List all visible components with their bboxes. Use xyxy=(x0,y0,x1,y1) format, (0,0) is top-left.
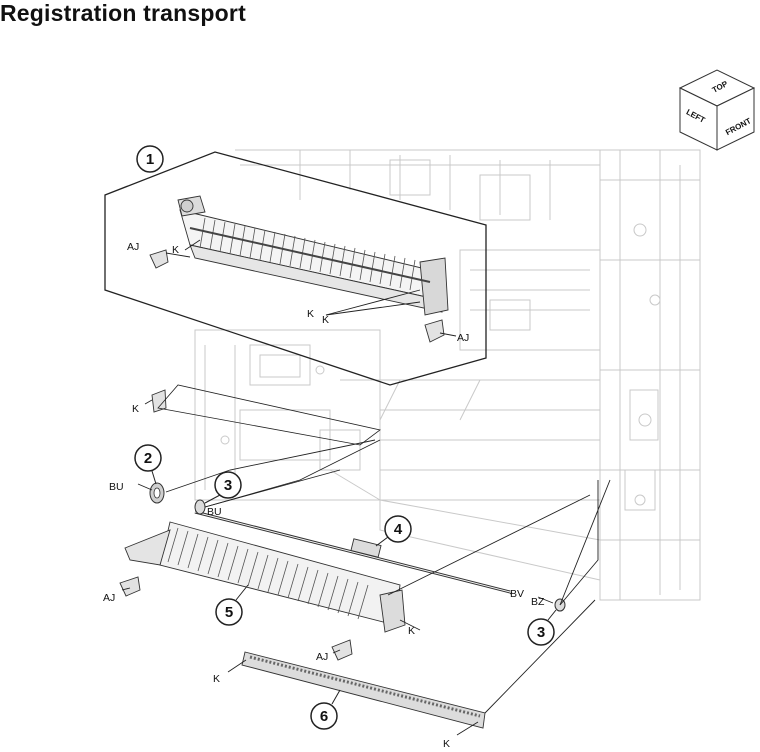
bracket-aj-right xyxy=(424,319,445,343)
bushing-left-part xyxy=(194,499,206,515)
label-bu-left: BU xyxy=(109,481,124,493)
callout-3-left: 3 xyxy=(204,471,242,504)
label-k-top-mid-2: K xyxy=(322,314,329,326)
registration-shaft-part xyxy=(194,510,511,594)
svg-text:2: 2 xyxy=(144,450,152,467)
svg-text:4: 4 xyxy=(394,521,403,538)
label-k-top-left: K xyxy=(172,244,179,256)
callout-4: 4 xyxy=(375,515,412,547)
bracket-aj-lower-left xyxy=(119,576,141,597)
callout-6: 6 xyxy=(310,689,341,730)
label-aj-top-left: AJ xyxy=(127,241,139,253)
svg-text:6: 6 xyxy=(320,708,328,725)
leader-lines xyxy=(121,239,611,736)
label-k-item6-left: K xyxy=(213,673,220,685)
orientation-cube: TOP LEFT FRONT xyxy=(678,69,756,151)
callout-2: 2 xyxy=(134,444,162,485)
label-bz: BZ xyxy=(531,596,545,608)
lower-guide-plate-part xyxy=(241,651,486,729)
svg-text:1: 1 xyxy=(146,151,154,168)
callout-3-right: 3 xyxy=(527,609,557,646)
label-aj-lower-left: AJ xyxy=(103,592,115,604)
label-aj-lower-mid: AJ xyxy=(316,651,328,663)
item-1-detail-outline xyxy=(104,151,487,386)
svg-text:5: 5 xyxy=(225,604,233,621)
label-k-lower-right: K xyxy=(408,625,415,637)
label-k-left: K xyxy=(132,403,139,415)
gear-part xyxy=(149,482,165,504)
label-k-top-mid: K xyxy=(307,308,314,320)
callout-5: 5 xyxy=(215,584,249,626)
callout-1: 1 xyxy=(136,145,164,173)
registration-guide-part xyxy=(124,521,406,633)
registration-assembly-part xyxy=(177,195,449,316)
bracket-aj-lower-mid xyxy=(331,639,353,661)
label-bu-mid: BU xyxy=(207,506,222,518)
printer-frame-background xyxy=(194,149,701,601)
k-part-bracket xyxy=(151,389,167,413)
label-bv: BV xyxy=(510,588,524,600)
label-aj-top-right: AJ xyxy=(457,332,469,344)
svg-text:3: 3 xyxy=(224,477,232,494)
bracket-aj-top xyxy=(149,249,169,269)
svg-text:3: 3 xyxy=(537,624,545,641)
page-title: Registration transport xyxy=(0,0,246,26)
label-k-bottom: K xyxy=(443,738,450,750)
